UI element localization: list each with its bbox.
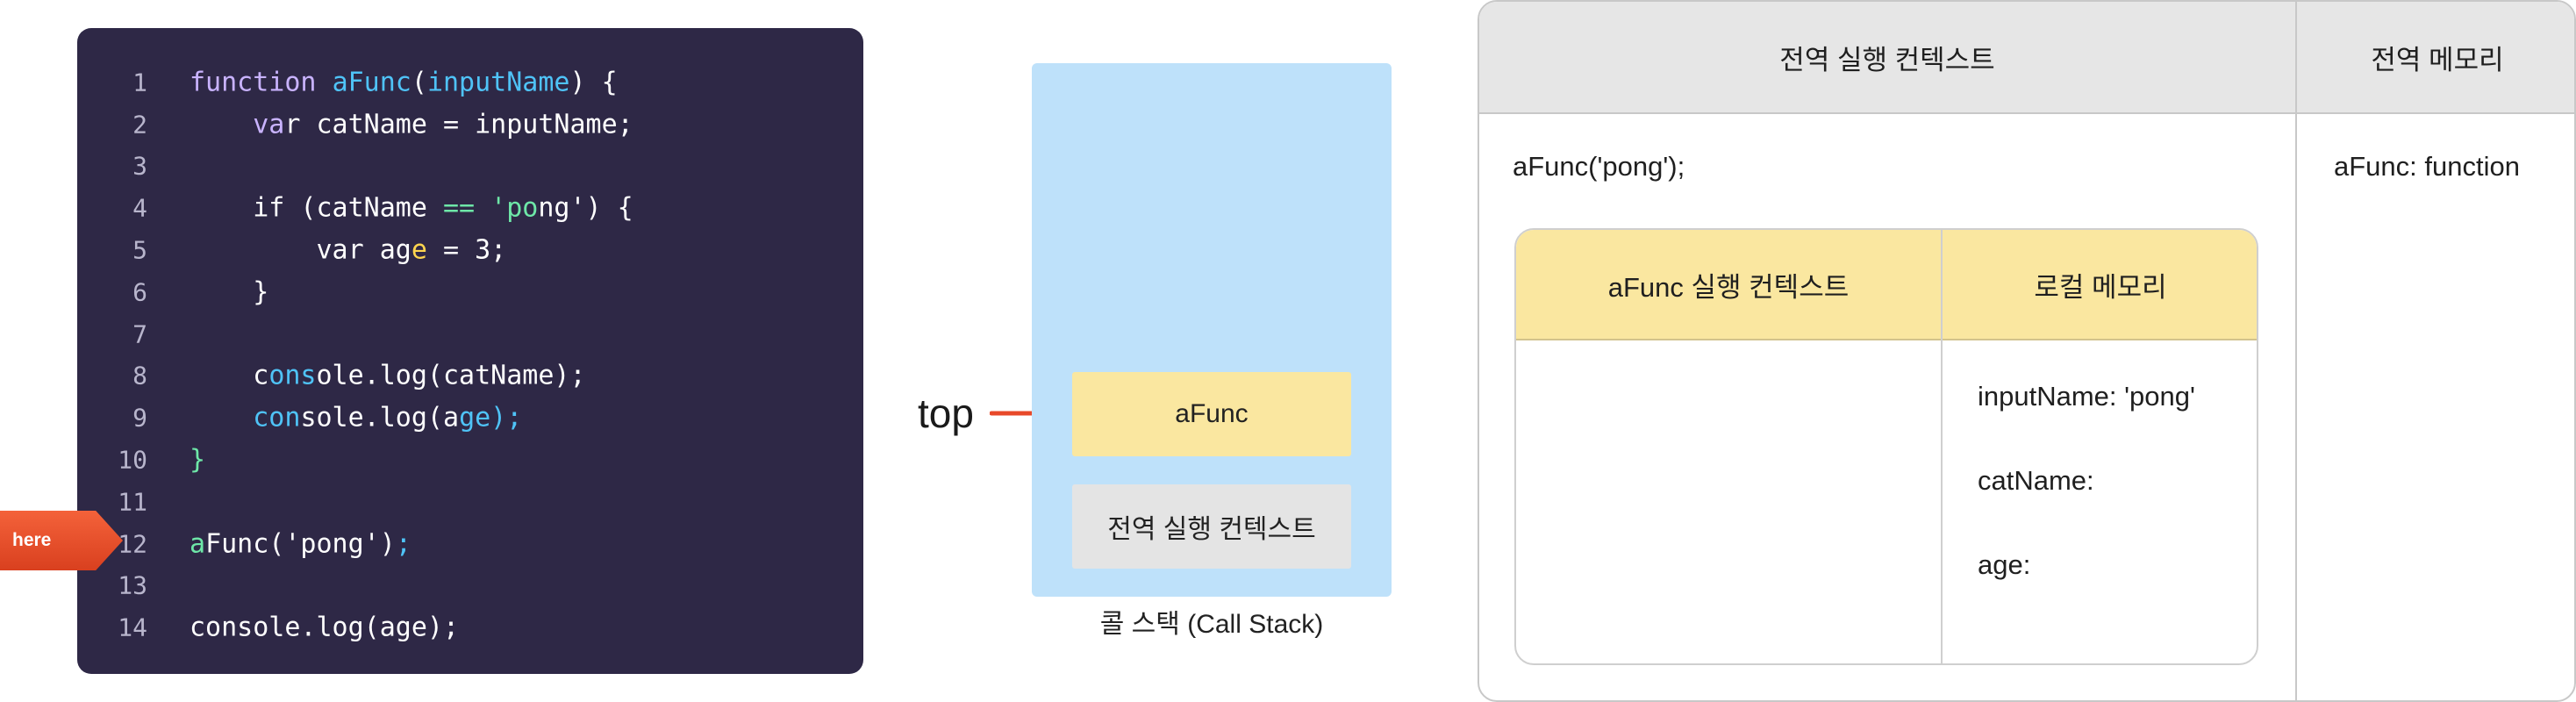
line-number: 12	[118, 529, 147, 559]
code-token: ole.log(catName);	[316, 360, 586, 391]
code-text: aFunc('pong');	[190, 528, 411, 559]
global-code-line: aFunc('pong');	[1513, 151, 1685, 182]
function-context-header: aFunc 실행 컨텍스트 로컬 메모리	[1516, 230, 2257, 340]
code-token	[190, 403, 253, 433]
line-number: 1	[132, 68, 147, 97]
line-number: 14	[118, 612, 147, 642]
line-number: 5	[132, 235, 147, 265]
code-token: ons	[268, 360, 317, 391]
code-token: r catName = inputName;	[284, 109, 633, 140]
code-token: con	[253, 402, 301, 433]
code-token: }	[190, 276, 269, 308]
top-label: top	[918, 390, 974, 436]
line-number: 4	[132, 193, 147, 223]
global-context-title: 전역 실행 컨텍스트	[1779, 44, 1995, 75]
code-line: 11	[77, 481, 863, 523]
code-line: 3	[77, 146, 863, 188]
local-memory-entry: age:	[1978, 549, 2031, 580]
line-number: 10	[118, 445, 147, 475]
line-number: 2	[132, 110, 147, 140]
function-column-divider	[1941, 230, 1943, 663]
code-token: aFunc	[332, 67, 411, 98]
code-token: 'po	[490, 192, 539, 224]
code-text: console.log(catName);	[190, 360, 586, 391]
code-token: ) {	[569, 67, 618, 98]
code-text: }	[190, 276, 268, 307]
code-text: console.log(age);	[190, 403, 522, 433]
code-token: va	[253, 109, 285, 140]
global-memory-entry: aFunc: function	[2334, 151, 2520, 182]
code-token: e	[411, 234, 427, 266]
code-token: ==	[442, 192, 476, 224]
code-text: function aFunc(inputName) {	[190, 67, 618, 97]
line-number: 13	[118, 570, 147, 600]
code-line: 14 console.log(age);	[77, 606, 863, 648]
code-token: c	[190, 360, 269, 391]
code-line: 4 if (catName == 'pong') {	[77, 187, 863, 229]
code-token: console.log(age);	[190, 612, 460, 643]
function-context-title: aFunc 실행 컨텍스트	[1607, 271, 1850, 303]
code-token: = 3;	[426, 234, 507, 266]
line-number: 7	[132, 319, 147, 349]
code-line: 7	[77, 313, 863, 355]
code-token: ;	[395, 528, 411, 560]
global-column-divider	[2295, 2, 2297, 700]
global-memory-title: 전역 메모리	[2371, 44, 2504, 75]
code-text: var age = 3;	[190, 235, 506, 266]
code-token: }	[190, 444, 206, 476]
code-line: 12 aFunc('pong');	[77, 523, 863, 565]
code-token	[190, 109, 253, 140]
here-marker: here	[0, 511, 123, 570]
call-stack-caption: 콜 스택 (Call Stack)	[1099, 610, 1324, 639]
code-token: var ag	[190, 234, 411, 266]
code-token: inputName	[426, 67, 570, 98]
line-number: 9	[132, 403, 147, 433]
local-memory-entry: inputName: 'pong'	[1978, 381, 2195, 412]
stack-frame-afunc: aFunc	[1072, 372, 1351, 456]
code-token: if (catName	[190, 192, 443, 224]
code-token: sole.log(a	[300, 402, 460, 433]
code-line: 9 console.log(age);	[77, 397, 863, 439]
code-line: 8 console.log(catName);	[77, 355, 863, 398]
code-line: 5 var age = 3;	[77, 229, 863, 271]
line-number: 6	[132, 277, 147, 307]
code-line: 13	[77, 565, 863, 607]
here-label: here	[12, 530, 52, 550]
code-text: }	[190, 445, 205, 476]
line-number: 11	[118, 487, 147, 517]
local-memory-title: 로컬 메모리	[2034, 271, 2167, 303]
code-line: 6 }	[77, 271, 863, 313]
code-text: var catName = inputName;	[190, 109, 633, 140]
code-token: a	[190, 528, 206, 560]
code-editor: 1 function aFunc(inputName) { 2 var catNam…	[77, 28, 863, 674]
global-execution-context: 전역 실행 컨텍스트 전역 메모리 aFunc('pong'); aFunc: …	[1478, 0, 2576, 702]
code-line: 10}	[77, 439, 863, 481]
stack-frame-global: 전역 실행 컨텍스트	[1072, 484, 1351, 569]
code-token: function	[190, 67, 333, 98]
code-token	[475, 193, 490, 224]
code-text: console.log(age);	[190, 612, 459, 643]
code-token: ge);	[459, 402, 523, 433]
function-execution-context: aFunc 실행 컨텍스트 로컬 메모리 inputName: 'pong' c…	[1514, 228, 2258, 665]
code-line: 2 var catName = inputName;	[77, 104, 863, 146]
call-stack: aFunc 전역 실행 컨텍스트	[1032, 63, 1392, 597]
local-memory-entry: catName:	[1978, 465, 2094, 496]
code-text: if (catName == 'pong') {	[190, 193, 633, 224]
code-token: Func('pong')	[205, 528, 396, 560]
code-line: 1 function aFunc(inputName) {	[77, 61, 863, 104]
line-number: 8	[132, 361, 147, 390]
code-token: ng') {	[538, 192, 633, 224]
code-token: (	[411, 67, 427, 98]
global-context-header: 전역 실행 컨텍스트 전역 메모리	[1479, 2, 2574, 114]
line-number: 3	[132, 151, 147, 181]
